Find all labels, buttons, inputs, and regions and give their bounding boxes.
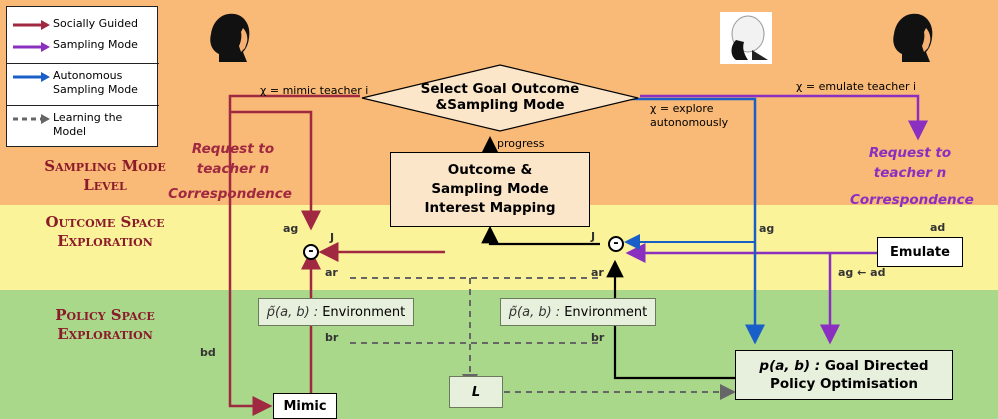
edge-select-to-emulate — [640, 94, 928, 141]
select-node: Select Goal Outcome &Sampling Mode — [420, 81, 580, 113]
legend-autonomous-swatch — [13, 72, 50, 82]
ad-label: ad — [930, 221, 946, 234]
bd-label: bd — [200, 346, 216, 359]
mimic-teacher-label: χ = mimic teacher i — [260, 84, 369, 97]
environment-label: Environment — [564, 304, 648, 320]
environment-formula: p̃(a, b) : — [266, 304, 319, 320]
emulate-node: Emulate — [877, 237, 963, 267]
edge-minus-right-to-interest — [481, 225, 600, 246]
legend: Socially Guided Sampling Mode Autonomous… — [6, 6, 159, 147]
ar-label-left: ar — [325, 266, 338, 279]
policy-formula: p(a, b) : — [759, 358, 821, 374]
mimic-node: Mimic — [273, 393, 337, 419]
edge-select-to-policy — [620, 97, 765, 345]
ag-label-right: ag — [759, 222, 775, 235]
legend-social-swatch — [13, 20, 50, 30]
legend-sampling-label: Sampling Mode — [53, 38, 138, 51]
legend-autonomous-label: Autonomous Sampling Mode — [53, 69, 138, 96]
j-label-right: J — [591, 230, 596, 243]
correspondence-right: Correspondence — [850, 192, 974, 208]
teacher-head-icon — [210, 13, 250, 62]
environment-node-left: p̃(a, b) :Environment — [258, 298, 414, 326]
edge-select-to-mimic — [228, 94, 360, 416]
explore-label: χ = explore autonomously — [650, 102, 729, 129]
comparator-right: - — [608, 236, 624, 252]
environment-formula: p̃(a, b) : — [508, 304, 561, 320]
request-left: Request to teacher n — [191, 141, 275, 177]
interest-mapping-node: Outcome & Sampling Mode Interest Mapping — [390, 152, 590, 227]
model-node: L — [449, 376, 503, 408]
environment-node-right: p̃(a, b) :Environment — [500, 298, 656, 326]
br-label-left: br — [325, 331, 339, 344]
j-label-left: J — [330, 231, 335, 244]
robot-head-icon — [720, 12, 772, 64]
ag-from-ad-label: ag ← ad — [838, 266, 886, 279]
ag-label-left: ag — [283, 222, 299, 235]
request-right: Request to teacher n — [868, 145, 952, 181]
level-sampling-mode: Sampling Mode Level — [44, 157, 166, 194]
emulate-teacher-label: χ = emulate teacher i — [796, 80, 917, 93]
ar-label-right: ar — [591, 266, 604, 279]
teacher-head-icon — [893, 13, 933, 62]
legend-sampling-swatch — [13, 42, 50, 52]
comparator-left: - — [303, 244, 319, 260]
legend-learning-swatch — [13, 114, 50, 124]
progress-label: progress — [497, 137, 545, 150]
environment-label: Environment — [322, 304, 406, 320]
policy-optimisation-node: p(a, b) : Goal Directed Policy Optimisat… — [735, 350, 953, 400]
policy-label: Goal Directed Policy Optimisation — [770, 358, 929, 392]
br-label-right: br — [591, 331, 605, 344]
edge-mimic-branch-to-minus — [230, 110, 321, 231]
legend-social-label: Socially Guided — [53, 17, 138, 30]
correspondence-left: Correspondence — [168, 186, 292, 202]
level-policy-space: Policy Space Exploration — [55, 306, 155, 343]
level-outcome-space: Outcome Space Exploration — [45, 213, 165, 250]
legend-learning-label: Learning the Model — [53, 111, 123, 138]
select-diamond — [361, 64, 639, 132]
